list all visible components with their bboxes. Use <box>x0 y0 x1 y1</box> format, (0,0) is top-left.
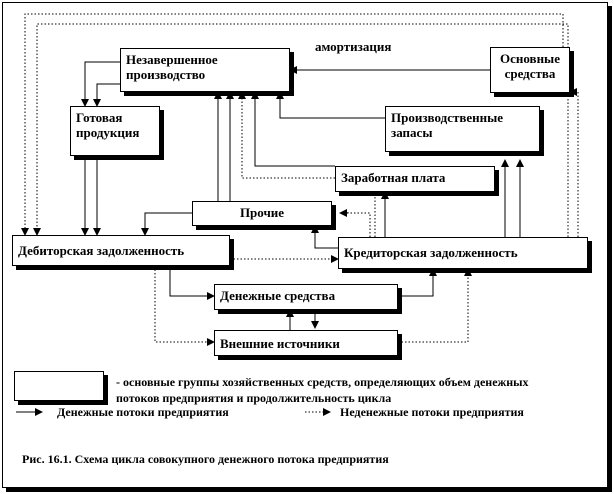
edge-unfinished-to-finished-1 <box>81 61 120 107</box>
legend-sample-box <box>14 371 104 401</box>
edge-payables-to-other-dotted-2 <box>339 209 371 237</box>
figure-frame <box>2 2 608 488</box>
edge-receivables-to-cash <box>169 266 215 300</box>
node-unfinished-production-label: Незавершенное производство <box>126 52 218 82</box>
node-external-sources: Внешние источники <box>214 330 398 356</box>
edge-unfinished-to-finished-2 <box>93 83 120 107</box>
edge-payables-to-other <box>311 225 338 249</box>
edge-receivables-to-external <box>154 266 215 346</box>
node-external-sources-label: Внешние источники <box>220 336 340 351</box>
edge-payables-to-fixedassets-dotted <box>569 88 579 237</box>
node-production-stocks-label: Производственные запасы <box>391 110 504 140</box>
node-receivables-label: Дебиторская задолженность <box>18 243 185 258</box>
node-receivables: Дебиторская задолженность <box>12 235 230 266</box>
node-finished-goods: Готовая продукция <box>70 106 160 156</box>
node-other-label: Прочие <box>239 205 285 220</box>
node-cash-label: Денежные средства <box>220 288 336 303</box>
legend-box-description: - основные группы хозяйственных средств,… <box>116 375 529 405</box>
node-wages-label: Заработная плата <box>341 170 446 185</box>
edge-wages-to-unfinished <box>251 91 335 167</box>
node-cash: Денежные средства <box>214 284 398 310</box>
edge-cash-to-payables <box>398 268 437 297</box>
edge-wages-to-unfinished-dotted <box>238 91 335 179</box>
node-other: Прочие <box>192 201 332 226</box>
edge-fixedassets-to-receivables-outer <box>21 13 564 236</box>
edge-label-depreciation: амортизация <box>315 39 392 54</box>
node-finished-goods-label: Готовая продукция <box>76 110 140 140</box>
edge-stocks-to-unfinished <box>276 91 385 119</box>
frame-shadow-bottom <box>6 488 612 492</box>
frame-shadow-right <box>608 6 612 492</box>
figure-caption: Рис. 16.1. Схема цикла совокупного денеж… <box>22 452 389 466</box>
node-production-stocks: Производственные запасы <box>385 106 540 152</box>
node-payables-label: Кредиторская задолженность <box>344 245 518 260</box>
node-unfinished-production: Незавершенное производство <box>120 48 290 92</box>
node-payables: Кредиторская задолженность <box>338 237 588 269</box>
edge-external-to-payables <box>398 268 472 343</box>
legend-cash-flows-label: Денежные потоки предприятия <box>57 405 229 419</box>
node-fixed-assets: Основные средства <box>490 47 570 93</box>
edge-other-to-receivables <box>141 212 192 236</box>
legend-noncash-flows-label: Неденежные потоки предприятия <box>340 405 524 419</box>
node-fixed-assets-label: Основные средства <box>500 51 560 81</box>
edge-payables-to-receivables-inner <box>33 23 569 237</box>
node-wages: Заработная плата <box>335 166 495 192</box>
